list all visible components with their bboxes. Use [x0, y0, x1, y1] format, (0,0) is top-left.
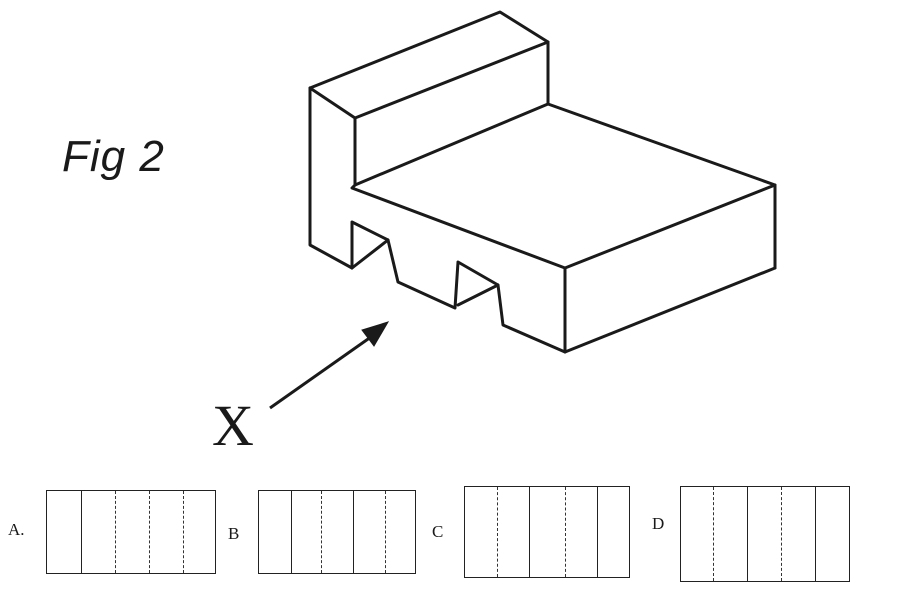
option-a-view[interactable] [46, 490, 216, 574]
view-arrow-head [361, 321, 390, 347]
option-b-view[interactable] [258, 490, 416, 574]
view-direction-label: X [212, 393, 254, 458]
view-arrow-shaft [269, 330, 379, 410]
option-d-view[interactable] [680, 486, 850, 582]
slot-2-inner [456, 283, 500, 307]
platform-step [350, 183, 567, 270]
option-a-label: A. [8, 520, 25, 539]
option-b-label: B [228, 524, 240, 543]
option-c-label: C [432, 522, 444, 541]
left-face-profile [308, 86, 567, 354]
platform-top-face [353, 102, 777, 270]
option-c-view[interactable] [464, 486, 630, 578]
figure-title: Fig 2 [62, 132, 165, 181]
option-d-label: D [652, 514, 665, 533]
platform-bottom-edge [563, 266, 777, 354]
slot-1-inner [350, 238, 390, 270]
upright-top-face [308, 10, 550, 120]
